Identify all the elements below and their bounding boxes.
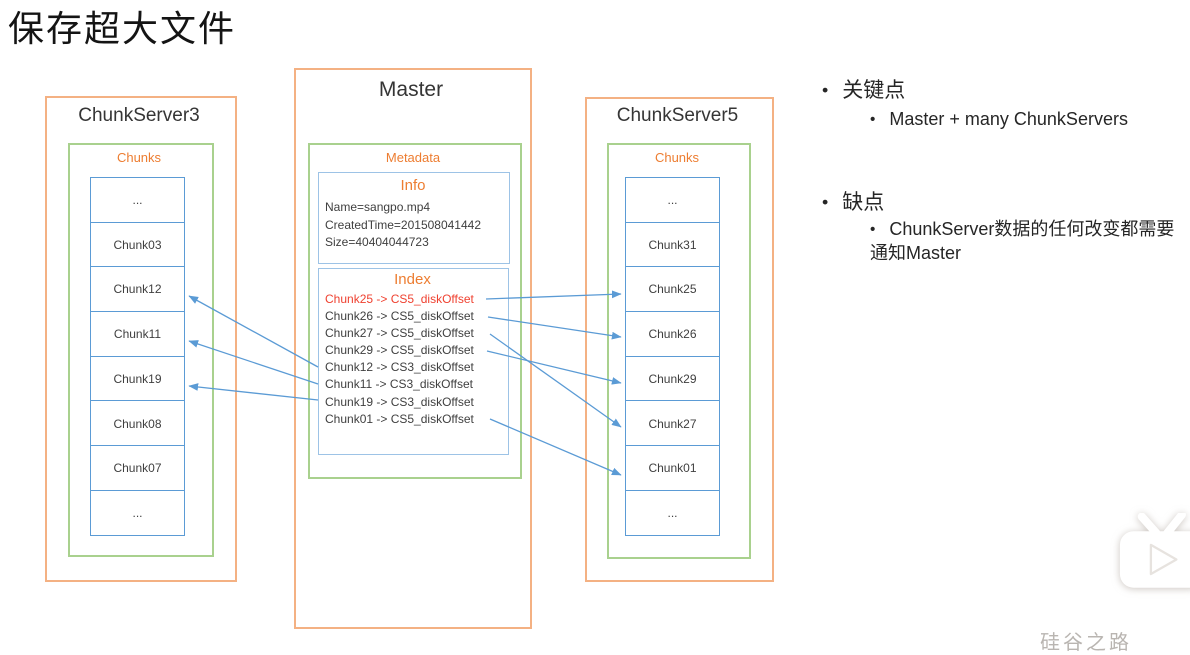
chunk-cell: Chunk12 xyxy=(90,266,185,313)
info-header: Info xyxy=(400,177,426,194)
list-item: Chunk25 -> CS5_diskOffset xyxy=(325,292,474,306)
page-title: 保存超大文件 xyxy=(8,9,237,49)
note-key-points: 关键点 xyxy=(822,74,905,104)
list-item: Name=sangpo.mp4 xyxy=(325,200,431,214)
chunk-cell: ... xyxy=(90,489,185,536)
chunkserver3-chunks-label: Chunks xyxy=(116,150,162,165)
list-item: Chunk27 -> CS5_diskOffset xyxy=(325,326,474,341)
chunk-cell: Chunk27 xyxy=(625,400,720,447)
chunk-cell: Chunk25 xyxy=(625,266,720,313)
list-item: Size=40404044723 xyxy=(325,235,429,249)
note-weak-points-sub: ChunkServer数据的任何改变都需要通知Master xyxy=(870,218,1182,265)
chunk-cell: Chunk19 xyxy=(90,355,185,402)
index-box xyxy=(318,268,509,455)
index-header: Index xyxy=(394,271,431,288)
list-item: Chunk19 -> CS3_diskOffset xyxy=(325,394,474,409)
chunk-cell: Chunk07 xyxy=(90,445,185,492)
note-key-points-sub: Master + many ChunkServers xyxy=(870,108,1128,132)
chunk-cell: ... xyxy=(625,177,720,224)
chunk-cell: Chunk31 xyxy=(625,221,720,268)
chunk-cell: Chunk03 xyxy=(90,221,185,268)
tv-play-icon[interactable] xyxy=(1112,513,1190,595)
chunk-cell: Chunk01 xyxy=(625,445,720,492)
list-item: Chunk01 -> CS5_diskOffset xyxy=(325,411,474,426)
chunkserver5-title: ChunkServer5 xyxy=(616,105,739,126)
chunk-cell: Chunk26 xyxy=(625,311,720,358)
list-item: Chunk29 -> CS5_diskOffset xyxy=(325,343,474,358)
chunk-cell: Chunk11 xyxy=(90,311,185,358)
master-metadata-label: Metadata xyxy=(385,150,441,165)
list-item: CreatedTime=201508041442 xyxy=(325,217,482,232)
chunk-cell: Chunk08 xyxy=(90,400,185,447)
chunk-cell: ... xyxy=(625,489,720,536)
chunk-cell: Chunk29 xyxy=(625,355,720,402)
watermark-text: 硅谷之路 xyxy=(1040,632,1132,654)
list-item: Chunk26 -> CS5_diskOffset xyxy=(325,309,474,324)
chunkserver3-title: ChunkServer3 xyxy=(78,105,200,126)
list-item: Chunk11 -> CS3_diskOffset xyxy=(325,377,473,392)
list-item: Chunk12 -> CS3_diskOffset xyxy=(325,360,474,375)
note-weak-points: 缺点 xyxy=(822,186,884,216)
chunk-cell: ... xyxy=(90,177,185,224)
chunkserver5-chunks-label: Chunks xyxy=(654,150,700,165)
master-title: Master xyxy=(378,78,444,101)
info-box xyxy=(318,172,510,264)
